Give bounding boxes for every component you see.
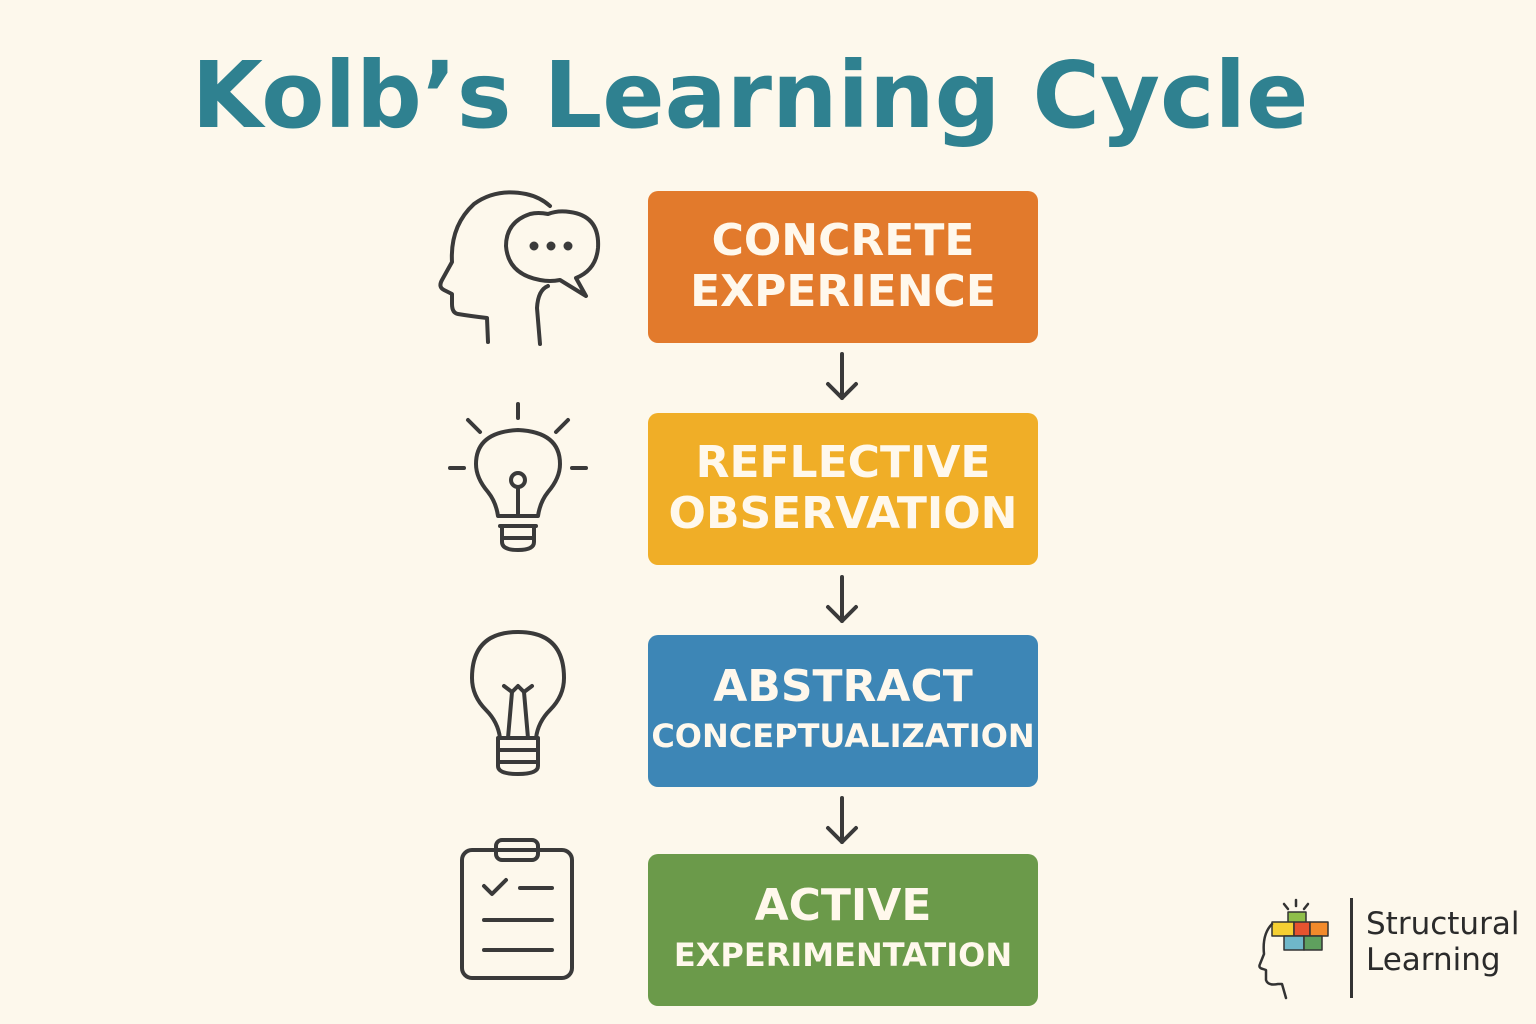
- lightbulb-rays-icon: [448, 402, 588, 552]
- head-blocks-logo-icon: [1258, 898, 1329, 1000]
- logo-text: Structural Learning: [1366, 906, 1519, 978]
- clipboard-checklist-icon: [460, 838, 574, 980]
- stage-label-line2: EXPERIMENTATION: [673, 936, 1013, 975]
- stage-label-line2: CONCEPTUALIZATION: [651, 717, 1035, 756]
- down-arrow-icon: [826, 352, 858, 400]
- stage-label-line1: CONCRETE: [711, 215, 975, 267]
- stage-active-experimentation: ACTIVE EXPERIMENTATION: [648, 854, 1038, 1006]
- logo-divider: [1350, 898, 1353, 998]
- stage-label-line1: ABSTRACT: [713, 660, 973, 712]
- down-arrow-icon: [826, 796, 858, 844]
- stage-label-line2: EXPERIENCE: [690, 266, 996, 317]
- stage-label-line2: OBSERVATION: [668, 488, 1018, 539]
- stage-abstract-conceptualization: ABSTRACT CONCEPTUALIZATION: [648, 635, 1038, 787]
- lightbulb-icon: [470, 630, 566, 776]
- stage-label-line1: REFLECTIVE: [695, 437, 991, 489]
- head-speech-bubble-icon: [438, 190, 601, 346]
- stage-reflective-observation: REFLECTIVE OBSERVATION: [648, 413, 1038, 565]
- stage-label-line1: ACTIVE: [754, 879, 932, 931]
- logo-line2: Learning: [1366, 942, 1501, 978]
- down-arrow-icon: [826, 575, 858, 623]
- stage-concrete-experience: CONCRETE EXPERIENCE: [648, 191, 1038, 343]
- logo-line1: Structural: [1366, 906, 1520, 942]
- page-title: Kolb’s Learning Cycle: [191, 42, 1309, 149]
